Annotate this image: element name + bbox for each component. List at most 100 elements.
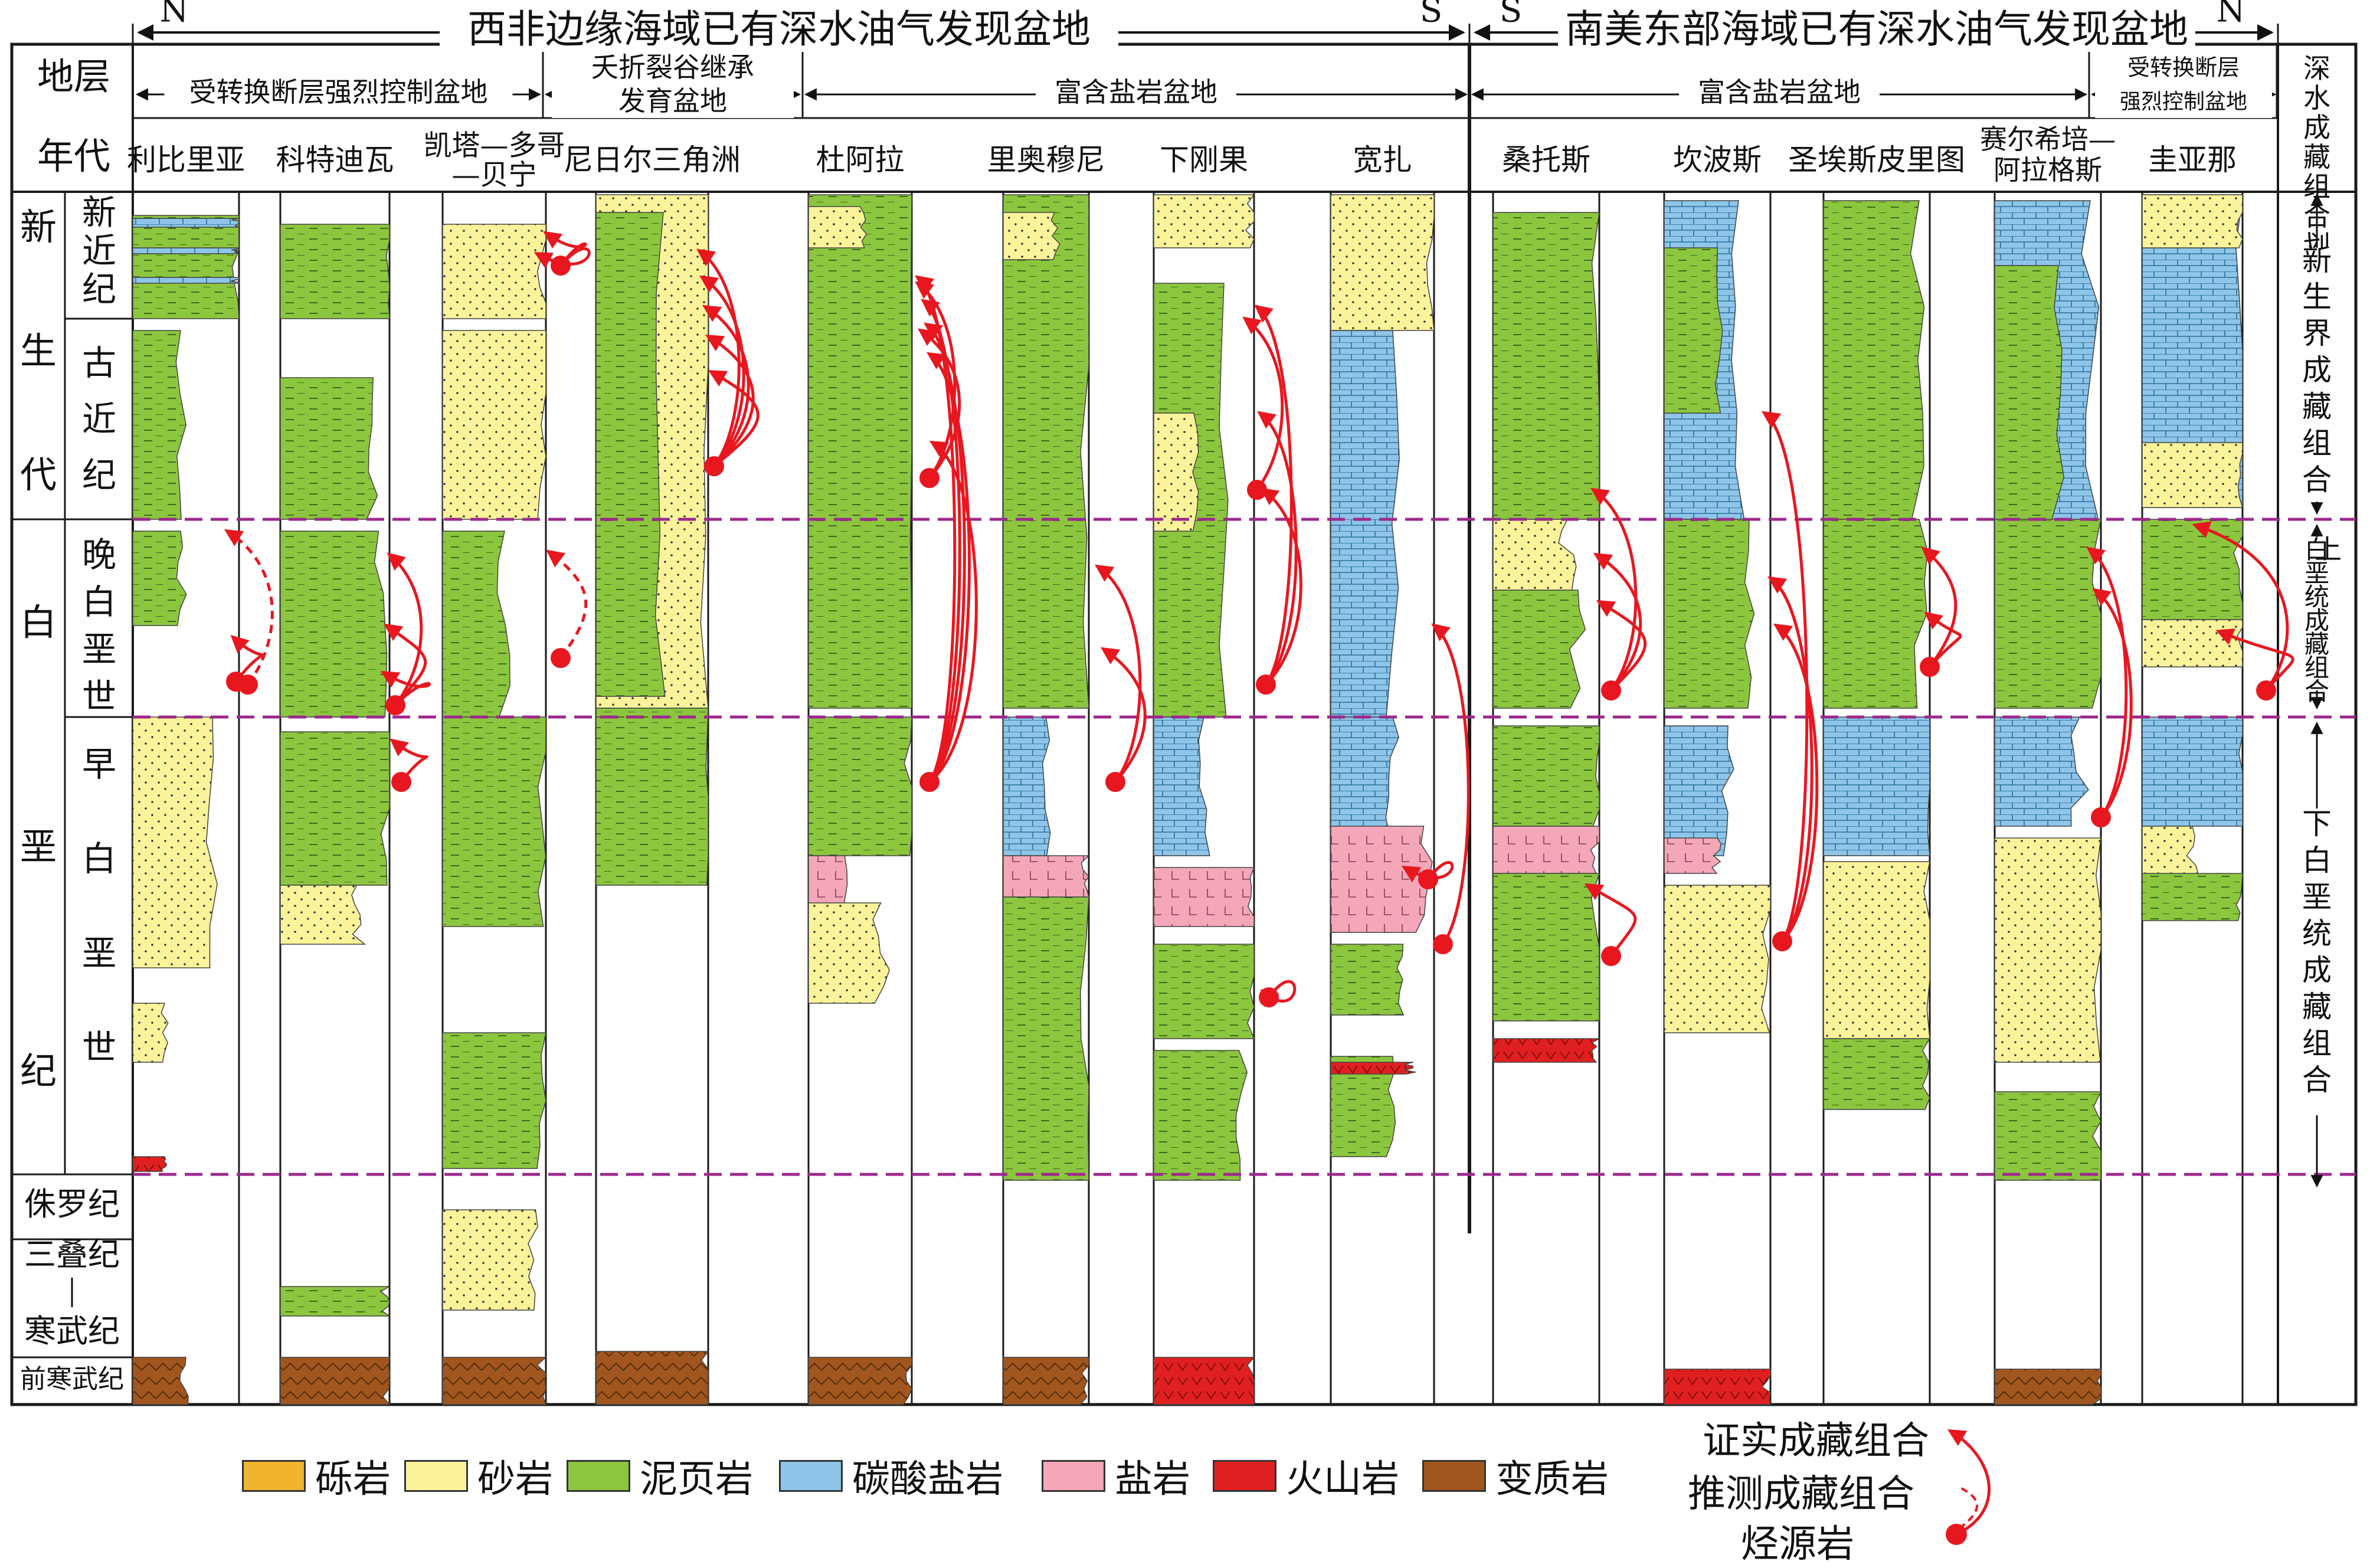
play-arrow: [928, 440, 978, 783]
lithology-block: [595, 708, 709, 886]
play-cenozoic-char: 合: [2302, 463, 2332, 497]
basin-column: [132, 192, 240, 1405]
lithology-block: [1492, 873, 1600, 1022]
play-cenozoic-char: 新: [2302, 243, 2332, 277]
play-arrow: [1767, 576, 1813, 942]
group-label-line2: 强烈控制盆地: [2120, 90, 2247, 114]
play-arrow-set: [2086, 546, 2133, 827]
period-neogene-char: 新: [82, 192, 116, 233]
corner-bottom: 年代: [37, 135, 110, 178]
basin-name-line1: 赛尔希培—: [1980, 123, 2116, 155]
basin-column: [1330, 192, 1435, 1405]
lithology-block: [280, 377, 378, 520]
play-arrow: [1101, 647, 1147, 783]
lithology-block: [132, 1357, 189, 1405]
lithology-block: [808, 1357, 912, 1405]
play-header-text-char: 水: [2303, 82, 2330, 114]
epoch-late-cretaceous-char: 晚: [82, 535, 116, 575]
group-label-line2: 发育盆地: [618, 85, 727, 117]
group-header: 受转换断层强烈控制盆地: [135, 76, 542, 112]
key-source-label: 烃源岩: [1741, 1523, 1854, 1566]
lithology-block: [808, 194, 912, 709]
lithology-block: [1153, 944, 1255, 1039]
group-header: 富含盐岩盆地: [1471, 76, 2088, 112]
lithology-block: [1492, 826, 1600, 874]
boundary-lines: [133, 518, 2356, 1176]
period-paleogene-char: 近: [82, 399, 116, 439]
basin-column: [279, 192, 391, 1405]
play-lower-cretaceous-char: 成: [2302, 953, 2332, 987]
period-cretaceous-char: 纪: [20, 1049, 57, 1092]
source-rock-dot: [919, 468, 940, 488]
source-rock-dot: [226, 672, 246, 692]
source-rock-dot: [1772, 931, 1792, 951]
south-america-dir-s: S: [1500, 0, 1522, 30]
play-lower-cretaceous-char: 组: [2302, 1026, 2332, 1060]
play-arrow: [1431, 623, 1470, 945]
basin-name: 下刚果: [1160, 143, 1248, 177]
play-arrow: [705, 334, 755, 467]
play-arrow-set: [1584, 883, 1637, 966]
source-rock-dot: [2256, 680, 2276, 700]
legend-label: 砂岩: [477, 1458, 553, 1501]
lithology-block: [132, 277, 240, 284]
west-africa-title: 西非边缘海域已有深水油气发现盆地: [467, 6, 1091, 52]
play-arrow-set: [1254, 305, 1302, 695]
play-header-text-char: 藏: [2303, 141, 2330, 173]
lithology-block: [1153, 413, 1199, 532]
basin-name: 尼日尔三角洲: [564, 143, 741, 177]
lithology-block: [132, 330, 186, 520]
lithology-block: [1664, 885, 1771, 1033]
legend-swatch: [779, 1460, 843, 1492]
basin-column: [1002, 192, 1090, 1405]
source-rock-dot: [1433, 934, 1453, 954]
play-upper-cretaceous-char: 垩: [2304, 559, 2329, 588]
play-arrow: [1260, 487, 1302, 686]
epoch-late-cretaceous-char: 世: [82, 676, 116, 716]
play-arrow: [1242, 316, 1284, 491]
play-arrows: [224, 231, 2294, 1007]
period-paleogene-char: 古: [82, 343, 116, 383]
lithology-block: [1994, 837, 2101, 1063]
play-arrow: [915, 275, 957, 783]
jurassic: 侏罗纪: [24, 1186, 120, 1223]
play-arrow: [1773, 623, 1819, 942]
play-arrow-set: [224, 529, 274, 695]
epoch-early-cretaceous-char: 垩: [82, 933, 116, 973]
play-arrow-set: [915, 275, 978, 792]
lithology-block: [1492, 1038, 1600, 1063]
era-cenozoic: 新生代: [20, 205, 57, 496]
basin-column: [1993, 192, 2102, 1405]
lithology-block: [442, 1032, 546, 1169]
basin-name: 里奥穆尼: [987, 143, 1105, 177]
basin-name-line1: 凯塔—多哥: [423, 129, 565, 162]
lithology-block: [442, 1209, 538, 1311]
play-lower-cretaceous-char: 藏: [2302, 990, 2332, 1024]
basin-label: 利比里亚: [127, 143, 245, 177]
play-arrow-set: [389, 738, 428, 792]
group-label: 受转换断层强烈控制盆地: [189, 76, 488, 108]
play-cenozoic-char: 成: [2302, 353, 2332, 387]
basin-column: [595, 192, 709, 1405]
play-upper-cretaceous-char: 统: [2304, 582, 2329, 611]
corner-top: 地层: [37, 55, 110, 98]
cambrian: 寒武纪: [24, 1312, 120, 1350]
source-rock-dot: [1920, 657, 1940, 677]
play-arrow-set: [1242, 316, 1284, 500]
lithology-block: [1664, 1369, 1771, 1405]
play-arrow-set: [546, 549, 588, 668]
legend-label: 碳酸盐岩: [852, 1458, 1003, 1501]
lithology-block: [1330, 330, 1400, 718]
lithology-block: [1664, 837, 1722, 874]
play-arrow: [2215, 628, 2294, 692]
lithology-block: [442, 1357, 547, 1405]
lithology-block: [1994, 519, 2101, 709]
lithology-block: [1153, 716, 1210, 856]
lithology-block: [1664, 725, 1734, 856]
group-label: 夭折裂谷继承: [591, 51, 754, 83]
